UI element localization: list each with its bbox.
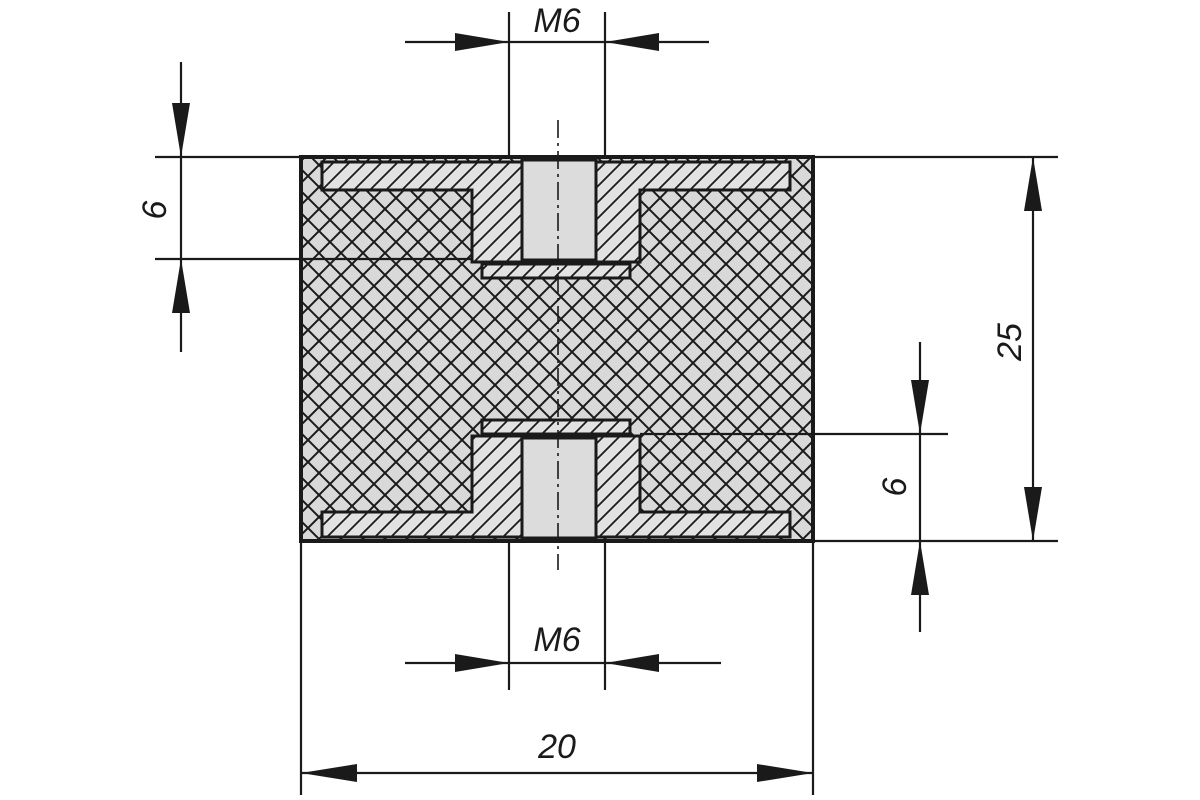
bottom-depth-label: 6 xyxy=(876,477,914,496)
top-thread-bore xyxy=(520,158,598,262)
diameter-label: 20 xyxy=(537,728,576,766)
bottom-insert-base xyxy=(480,418,632,436)
top-insert-base xyxy=(480,262,632,280)
top-depth-dimension xyxy=(155,62,472,352)
height-label: 25 xyxy=(991,323,1029,362)
height-dimension xyxy=(813,155,1058,543)
top-thread-dimension xyxy=(405,12,709,157)
diameter-dimension xyxy=(299,541,815,795)
bottom-depth-dimension xyxy=(640,342,948,632)
top-depth-label: 6 xyxy=(136,200,174,219)
bottom-thread-dimension xyxy=(405,541,721,690)
bottom-thread-label: M6 xyxy=(533,621,580,659)
top-thread-label: M6 xyxy=(533,2,580,40)
bottom-thread-bore xyxy=(520,436,598,540)
